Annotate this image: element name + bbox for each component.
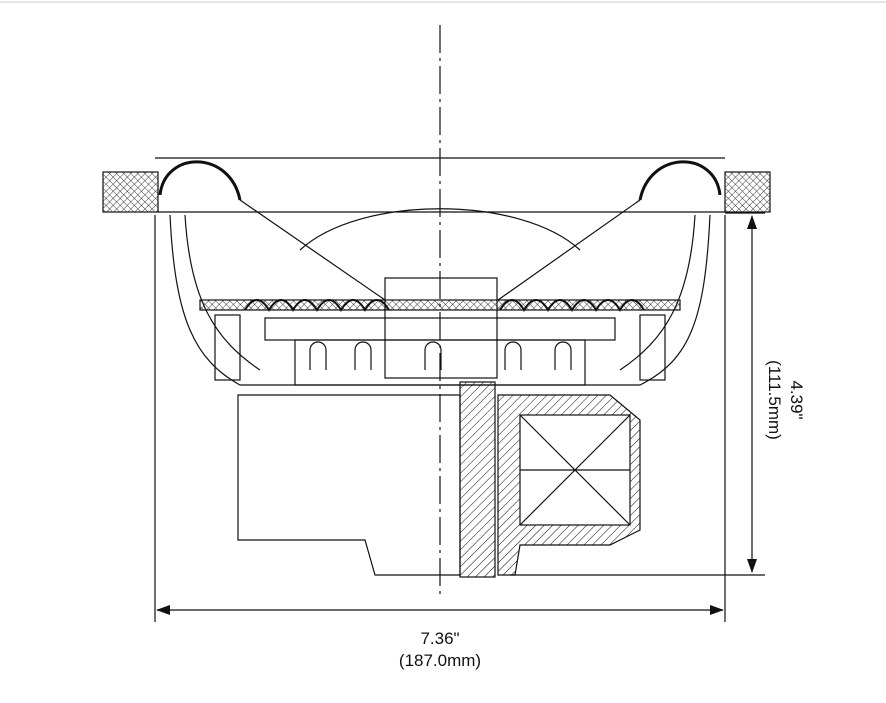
width-mm: (187.0mm)	[398, 651, 482, 670]
width-dimension-label: 7.36" (187.0mm)	[340, 628, 540, 672]
width-inches: 7.36"	[420, 629, 460, 648]
magnet-left	[237, 394, 461, 576]
right-flange	[724, 171, 771, 213]
height-inches: 4.39"	[787, 380, 806, 420]
pole-piece	[459, 381, 496, 578]
left-flange	[102, 171, 159, 213]
height-dimension-label: 4.39" (111.5mm)	[763, 300, 807, 500]
height-mm: (111.5mm)	[765, 360, 784, 440]
